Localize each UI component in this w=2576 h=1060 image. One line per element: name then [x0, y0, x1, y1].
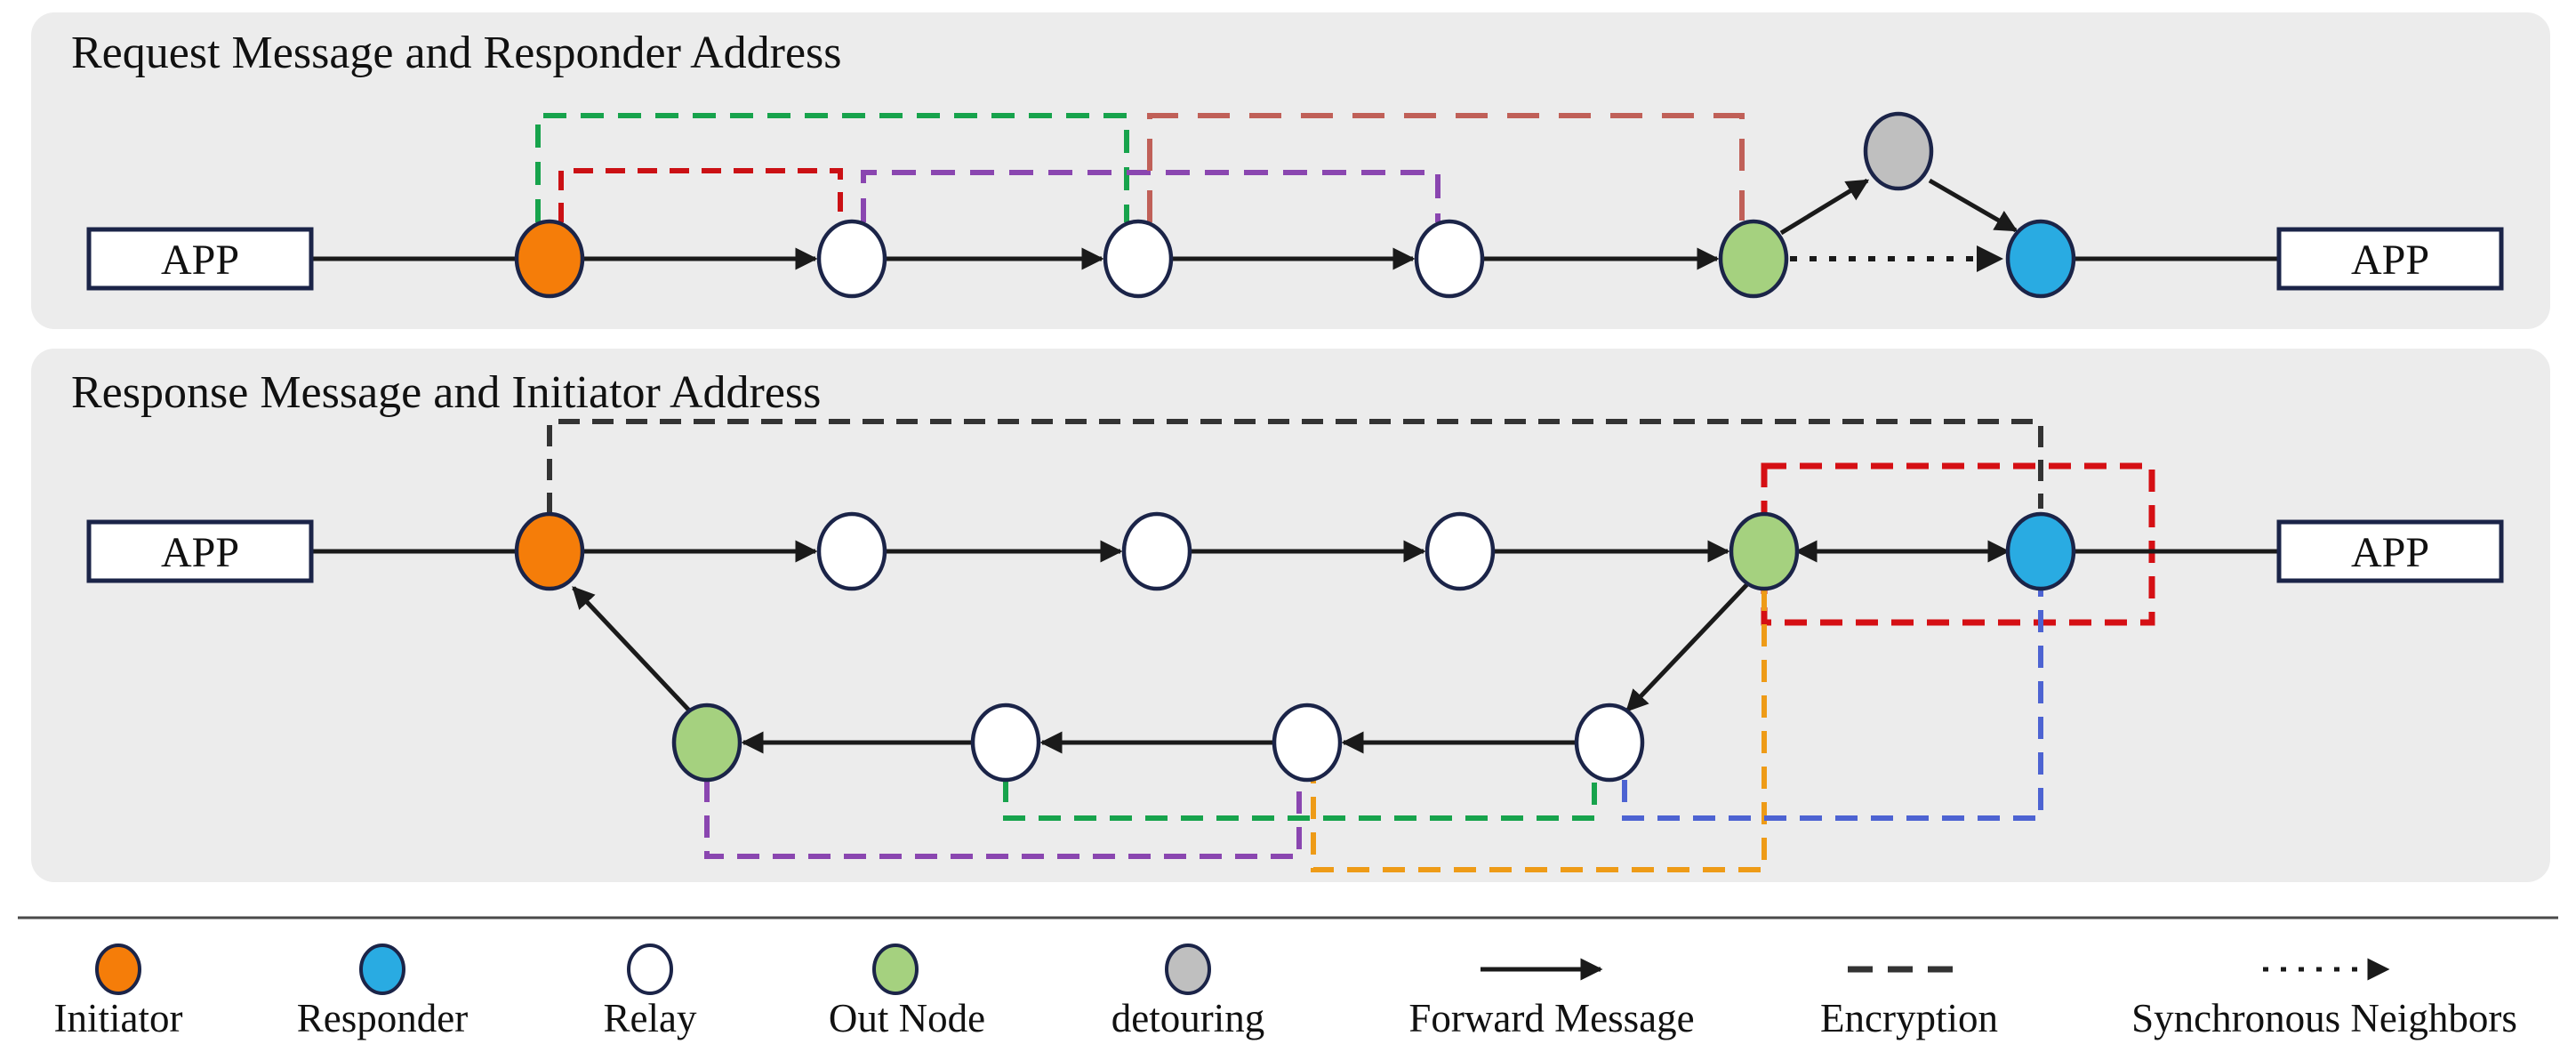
legend-relay-icon — [627, 944, 673, 995]
legend-label-relay: Relay — [604, 996, 697, 1040]
arrow-outnode-relay6 — [1625, 582, 1749, 712]
message-lines — [311, 178, 2279, 754]
relay-node-bottom-2 — [1121, 511, 1192, 591]
legend-label-synchronous-neighbors: Synchronous Neighbors — [2131, 996, 2517, 1040]
encryption-path-green-top — [535, 113, 1129, 222]
relay-node-top-2 — [1103, 219, 1174, 299]
relay-node-top-1 — [816, 219, 887, 299]
encryption-path-purple-bottom — [704, 780, 1302, 859]
responder-node-top — [2005, 219, 2076, 299]
encryption-path-indianred-top — [1147, 113, 1745, 222]
app-box-top-left — [86, 227, 314, 291]
relay-node-bottom-3 — [1424, 511, 1496, 591]
initiator-node-bottom — [514, 511, 585, 591]
arrow-detouring-responder — [1928, 178, 2018, 233]
legend-label-encryption: Encryption — [1820, 996, 1998, 1040]
response-panel — [31, 349, 2550, 882]
legend-detouring-icon — [1165, 944, 1211, 995]
relay-node-detour-3 — [1574, 703, 1645, 783]
relay-node-detour-1 — [970, 703, 1041, 783]
relay-node-bottom-1 — [816, 511, 887, 591]
encryption-path-green-bottom — [1003, 780, 1597, 821]
app-box-bottom-right — [2276, 519, 2504, 583]
initiator-node-top — [514, 219, 585, 299]
legend-out-node-icon — [872, 944, 919, 995]
out-node-top — [1718, 219, 1789, 299]
nodes — [86, 111, 2504, 783]
encryption-path-blue-bottom — [1622, 589, 2043, 821]
legend-responder-icon — [359, 944, 405, 995]
arrow-outnode-detouring — [1779, 178, 1870, 236]
app-label-top-left: APP — [161, 237, 239, 284]
detouring-node-top — [1863, 111, 1934, 191]
legend-label-initiator: Initiator — [54, 996, 183, 1040]
legend-label-forward-message: Forward Message — [1408, 996, 1694, 1040]
responder-node-bottom — [2005, 511, 2076, 591]
app-label-bottom-right: APP — [2351, 529, 2429, 576]
arrow-outnode2-initiator — [572, 586, 694, 715]
encryption-path-red-top — [558, 168, 843, 222]
app-label-top-right: APP — [2351, 237, 2429, 284]
legend-initiator-icon — [95, 944, 141, 995]
request-panel-title: Request Message and Responder Address — [71, 28, 842, 78]
out-node-bottom — [1729, 511, 1800, 591]
app-box-top-right — [2276, 227, 2504, 291]
legend: Initiator Responder Relay Out Node detou… — [54, 944, 2517, 1040]
relay-node-detour-2 — [1272, 703, 1343, 783]
legend-label-responder: Responder — [297, 996, 468, 1040]
response-panel-title: Response Message and Initiator Address — [71, 367, 821, 418]
legend-label-out-node: Out Node — [829, 996, 985, 1040]
encryption-path-black-bottom — [547, 419, 2043, 514]
out-node-detour — [671, 703, 742, 783]
app-box-bottom-left — [86, 519, 314, 583]
legend-label-detouring: detouring — [1111, 996, 1264, 1040]
relay-node-top-3 — [1414, 219, 1485, 299]
encryption-path-purple-top — [861, 170, 1440, 222]
encryption-path-orange-bottom — [1311, 589, 1767, 872]
app-label-bottom-left: APP — [161, 529, 239, 576]
